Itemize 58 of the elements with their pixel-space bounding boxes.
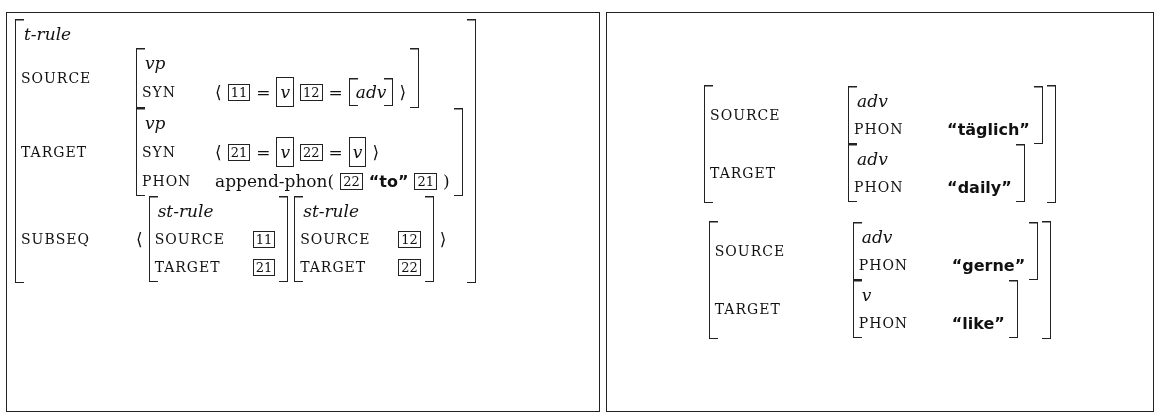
attribute-name: PHON: [142, 173, 193, 189]
attribute-name: PHON: [858, 257, 910, 273]
attribute-name: SUBSEQ: [21, 231, 91, 247]
type-label: v: [861, 285, 872, 305]
type-label: t-rule: [24, 24, 72, 44]
function-text: append-phon(: [215, 171, 335, 191]
attribute-name: TARGET: [710, 165, 778, 181]
attribute-name: SOURCE: [714, 243, 787, 259]
tag-box: 11: [252, 230, 276, 248]
quoted-word: “to”: [368, 171, 409, 191]
type-label: adv: [857, 91, 888, 111]
attribute-name: SYN: [142, 84, 178, 100]
tag-box: 22: [300, 143, 323, 161]
attribute-name: TARGET: [714, 301, 782, 317]
tag-box: 21: [252, 258, 276, 276]
angle-bracket: ⟩: [439, 229, 447, 249]
value-box: v: [276, 137, 295, 167]
attribute-name: PHON: [858, 315, 910, 331]
tag-box: 21: [227, 143, 251, 161]
type-label: adv: [355, 82, 387, 102]
attribute-name: TARGET: [154, 259, 222, 275]
tag-box: 21: [414, 172, 437, 190]
value-box: v: [276, 77, 295, 107]
attribute-name: SOURCE: [300, 231, 372, 247]
tag-box: 12: [398, 230, 421, 248]
angle-bracket: ⟨: [136, 229, 143, 249]
tag-box: 22: [340, 172, 363, 190]
quoted-word: “daily”: [947, 177, 1012, 197]
value-box: v: [348, 137, 367, 167]
equals-sign: =: [256, 82, 271, 102]
type-label: vp: [145, 53, 166, 73]
tag-box: 22: [398, 258, 421, 276]
attribute-name: SOURCE: [21, 70, 93, 86]
attribute-name: PHON: [854, 179, 905, 195]
tag-box: 12: [300, 83, 323, 101]
equals-sign: =: [328, 142, 343, 162]
attribute-name: TARGET: [300, 259, 368, 275]
quoted-word: “like”: [951, 313, 1005, 333]
angle-bracket: ⟩: [372, 142, 380, 162]
angle-bracket: ⟩: [399, 82, 407, 102]
parenthesis: ): [442, 171, 450, 191]
attribute-name: SYN: [142, 144, 178, 160]
quoted-word: “gerne”: [951, 255, 1026, 275]
type-label: st-rule: [303, 201, 360, 221]
equals-sign: =: [256, 142, 271, 162]
attribute-name: PHON: [854, 121, 905, 137]
type-label: adv: [861, 227, 893, 247]
attribute-name: SOURCE: [154, 231, 226, 247]
attribute-name: TARGET: [21, 144, 88, 160]
angle-bracket: ⟨: [215, 82, 222, 102]
type-label: adv: [857, 149, 888, 169]
type-label: st-rule: [157, 201, 214, 221]
attribute-name: SOURCE: [710, 107, 782, 123]
type-label: vp: [145, 113, 166, 133]
equals-sign: =: [328, 82, 343, 102]
quoted-word: “täglich”: [947, 119, 1030, 139]
tag-box: 11: [227, 83, 251, 101]
angle-bracket: ⟨: [215, 142, 222, 162]
